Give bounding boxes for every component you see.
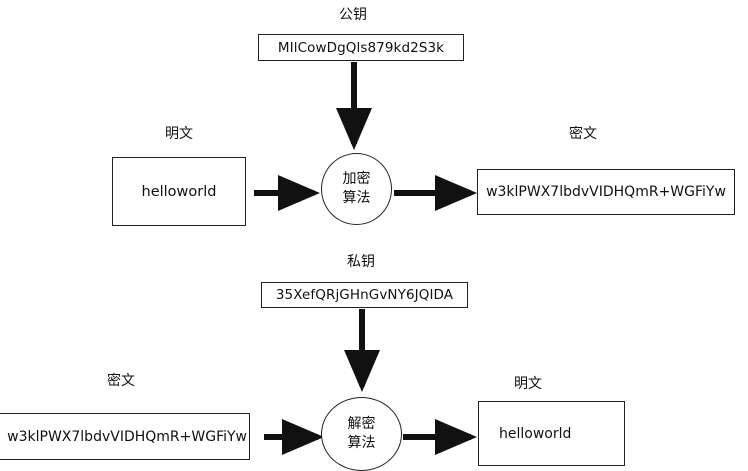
plaintext-input-box: helloworld [112, 157, 246, 226]
private-key-box: 35XefQRjGHnGvNY6JQIDA [261, 282, 468, 308]
decrypt-algorithm-line1: 解密 [347, 416, 376, 432]
ciphertext-input-label: 密文 [107, 373, 135, 389]
private-key-value: 35XefQRjGHnGvNY6JQIDA [275, 287, 454, 303]
ciphertext-input-value: w3klPWX7lbdvVIDHQmR+WGFiYw [7, 428, 247, 445]
plaintext-output-value: helloworld [499, 425, 572, 442]
plaintext-input-value: helloworld [141, 183, 217, 200]
public-key-label: 公钥 [339, 7, 367, 23]
public-key-box: MIlCowDgQls879kd2S3k [258, 34, 464, 61]
private-key-label: 私钥 [347, 254, 375, 270]
plaintext-output-label: 明文 [514, 376, 542, 392]
ciphertext-output-box: w3klPWX7lbdvVIDHQmR+WGFiYw [477, 169, 735, 215]
ciphertext-output-value: w3klPWX7lbdvVIDHQmR+WGFiYw [486, 184, 726, 200]
ciphertext-output-label: 密文 [569, 126, 597, 142]
decrypt-algorithm-node: 解密 算法 [321, 397, 402, 471]
plaintext-input-label: 明文 [165, 126, 193, 142]
encrypt-algorithm-node: 加密 算法 [321, 153, 392, 225]
encrypt-algorithm-line2: 算法 [342, 190, 371, 206]
ciphertext-input-box: w3klPWX7lbdvVIDHQmR+WGFiYw [0, 413, 250, 460]
plaintext-output-box: helloworld [478, 401, 625, 466]
encrypt-algorithm-line1: 加密 [342, 171, 371, 187]
public-key-value: MIlCowDgQls879kd2S3k [277, 39, 445, 56]
decrypt-algorithm-line2: 算法 [347, 435, 376, 451]
